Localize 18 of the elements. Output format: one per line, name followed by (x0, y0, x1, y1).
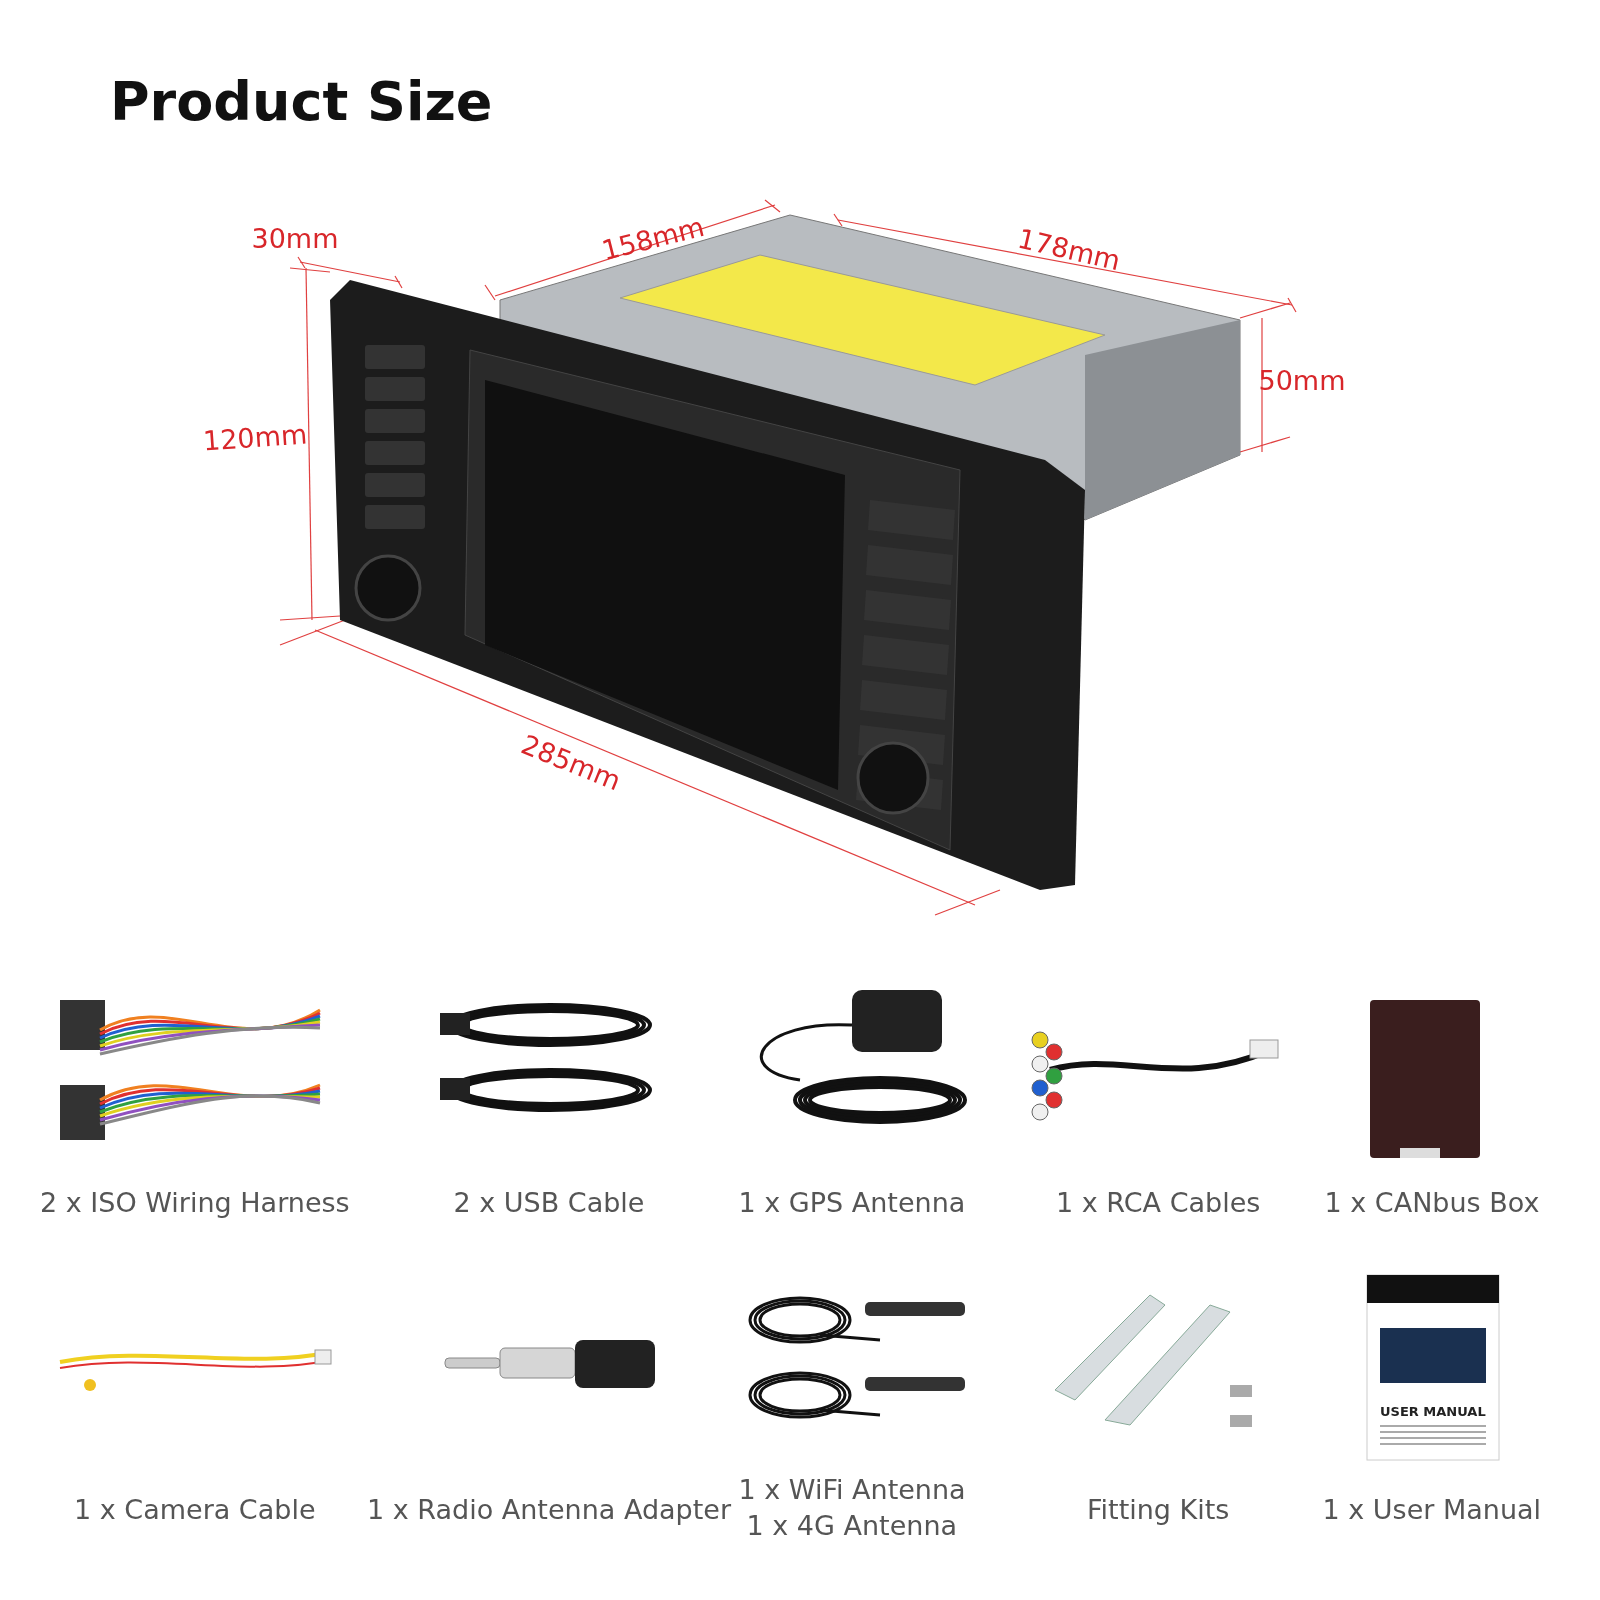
item-caption: 1 x 4G Antenna (746, 1509, 958, 1541)
item-caption: 1 x Camera Cable (74, 1493, 316, 1525)
item-caption: 1 x WiFi Antenna (738, 1473, 966, 1505)
dimension-label: 30mm (251, 222, 339, 254)
dimension-label: 120mm (202, 417, 309, 457)
dimension-label: 178mm (1014, 222, 1124, 276)
dimension-label: 50mm (1258, 364, 1346, 396)
item-caption: 1 x RCA Cables (1056, 1186, 1261, 1218)
item-caption: 1 x Radio Antenna Adapter (367, 1493, 732, 1525)
item-caption: 2 x USB Cable (453, 1186, 645, 1218)
item-caption: 1 x User Manual (1322, 1493, 1542, 1525)
dimension-label: 158mm (598, 210, 708, 266)
manual-cover-title: USER MANUAL (1380, 1403, 1486, 1419)
item-caption: 1 x CANbus Box (1324, 1186, 1540, 1218)
heading: Product Size (110, 70, 493, 133)
item-caption: 2 x ISO Wiring Harness (40, 1186, 350, 1218)
item-caption: Fitting Kits (1087, 1493, 1230, 1525)
item-caption: 1 x GPS Antenna (738, 1186, 966, 1218)
